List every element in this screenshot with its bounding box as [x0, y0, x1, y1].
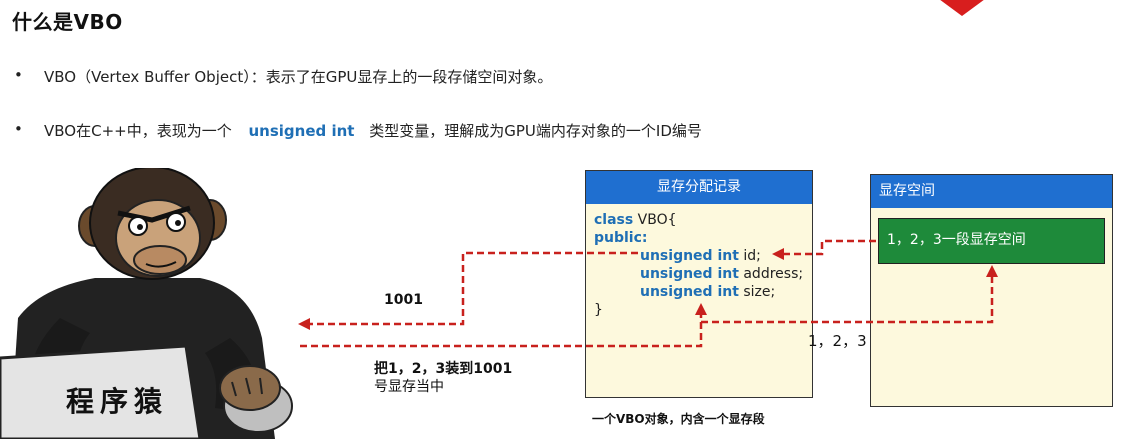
vbo-id-label: 1001	[384, 292, 423, 308]
code-field-size: size;	[738, 284, 776, 300]
arrowhead-up	[986, 265, 998, 277]
arrowhead-left	[772, 248, 784, 260]
code-keyword: unsigned int	[640, 248, 739, 264]
memory-segment: 1，2，3一段显存空间	[878, 218, 1105, 264]
bullet-text: VBO在C++中，表现为一个	[44, 122, 232, 140]
code-text: VBO{	[633, 212, 677, 228]
bullet-vbo-definition: VBO（Vertex Buffer Object）：表示了在GPU显存上的一段存…	[44, 68, 553, 86]
corner-decoration	[924, 0, 1000, 16]
programmer-sign-text: 程序猿	[66, 385, 169, 418]
code-text: }	[594, 302, 603, 318]
bullet-text: 类型变量，理解成为GPU端内存对象的一个ID编号	[369, 122, 702, 140]
arrowhead-up	[695, 303, 707, 315]
code-keyword: public:	[594, 230, 648, 246]
record-box-header: 显存分配记录	[586, 171, 812, 204]
code-field-id: id;	[738, 248, 761, 264]
arrow-segment-to-id	[782, 239, 876, 256]
upload-instruction: 把1，2，3装到1001 号显存当中	[374, 360, 512, 396]
bullet-marker: •	[14, 66, 23, 84]
memory-box-header: 显存空间	[871, 175, 1112, 208]
keyword-unsigned-int: unsigned int	[248, 122, 355, 140]
code-field-address: address;	[738, 266, 804, 282]
vbo-record-box: 显存分配记录 class VBO{ public: unsigned int i…	[585, 170, 813, 398]
arrow-size-to-segment	[701, 274, 994, 324]
arrow-id-to-programmer	[306, 251, 638, 326]
upload-instruction-line1: 把1，2，3装到1001	[374, 361, 513, 377]
data-values-label: 1，2，3	[808, 332, 867, 350]
programmer-monkey-illustration	[0, 168, 293, 439]
arrow-request-to-size	[300, 312, 703, 348]
code-keyword: unsigned int	[640, 266, 739, 282]
upload-instruction-line2: 号显存当中	[374, 379, 444, 395]
vbo-class-code: class VBO{ public: unsigned int id; unsi…	[594, 211, 803, 319]
record-box-caption: 一个VBO对象，内含一个显存段	[592, 412, 765, 426]
bullet-vbo-cpp: VBO在C++中，表现为一个 unsigned int 类型变量，理解成为GPU…	[44, 120, 702, 141]
bullet-marker: •	[14, 120, 23, 138]
page-title: 什么是VBO	[12, 10, 123, 34]
code-keyword: class	[594, 212, 634, 228]
code-keyword: unsigned int	[640, 284, 739, 300]
arrowhead-left	[298, 318, 310, 330]
